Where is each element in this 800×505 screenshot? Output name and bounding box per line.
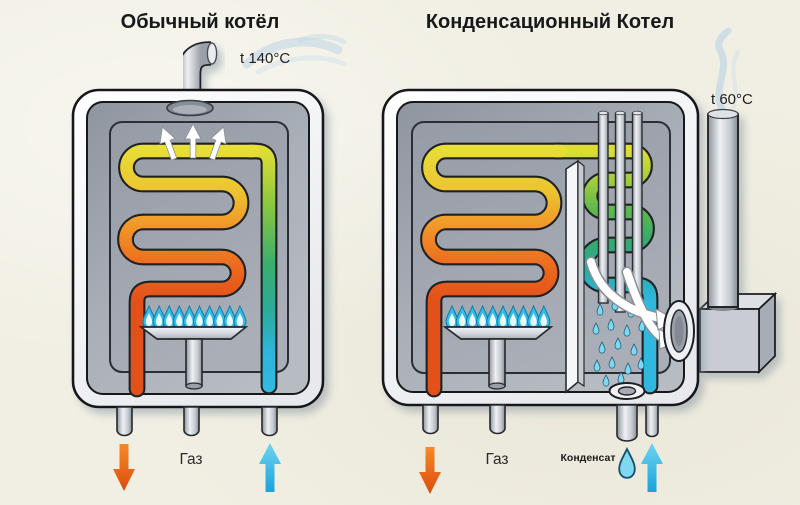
chimney-base-box [699, 308, 760, 373]
burner-head [138, 326, 249, 340]
left-smoke [242, 33, 347, 75]
condensate-drain [608, 382, 646, 400]
right-gas-burner [442, 305, 554, 390]
right-smoke [715, 27, 740, 114]
chimney-opening [707, 108, 739, 120]
cold-water-arrow [641, 443, 663, 492]
gas-inlet-pipe [183, 406, 200, 437]
hot-water-arrow [113, 444, 135, 491]
burner-stem [185, 338, 203, 387]
chimney-pipe [707, 113, 739, 308]
left-chimney [176, 41, 218, 95]
hot-water-arrow [419, 447, 441, 494]
right-flue-temp-label: t 60°C [711, 91, 753, 108]
condensate-droplet-large [618, 448, 636, 479]
right-chimney [697, 108, 778, 375]
right-boiler-title: Конденсационный Котел [426, 11, 674, 33]
flue-pipes [597, 110, 643, 313]
condensate-outlet-pipe [616, 404, 638, 442]
right-gas-label: Газ [485, 451, 508, 468]
gas-inlet-pipe [489, 404, 506, 435]
left-chimney-opening [206, 42, 218, 65]
condensate-label: Конденсат [561, 452, 616, 464]
cold-water-inlet-pipe [261, 406, 278, 437]
left-boiler: t 140°C [71, 33, 347, 492]
side-flue-outlet [663, 300, 695, 362]
cold-water-arrow [259, 443, 281, 492]
cold-water-inlet-pipe [645, 404, 659, 438]
serpentine-hot [422, 144, 567, 396]
burner-stem [488, 338, 506, 387]
serpentine-hot [119, 144, 260, 396]
burner-head [442, 326, 554, 340]
divider-plate [565, 159, 585, 394]
hot-water-outlet-pipe [116, 406, 133, 437]
left-boiler-title: Обычный котёл [121, 11, 280, 33]
left-gas-label: Газ [179, 451, 202, 468]
right-boiler: t 60°C [381, 27, 778, 494]
left-flue-temp-label: t 140°C [240, 50, 290, 67]
left-gas-burner [138, 305, 249, 390]
left-heat-exchanger-coil [117, 142, 278, 398]
exhaust-vent-inner [173, 105, 207, 114]
hot-water-outlet-pipe [422, 404, 439, 435]
